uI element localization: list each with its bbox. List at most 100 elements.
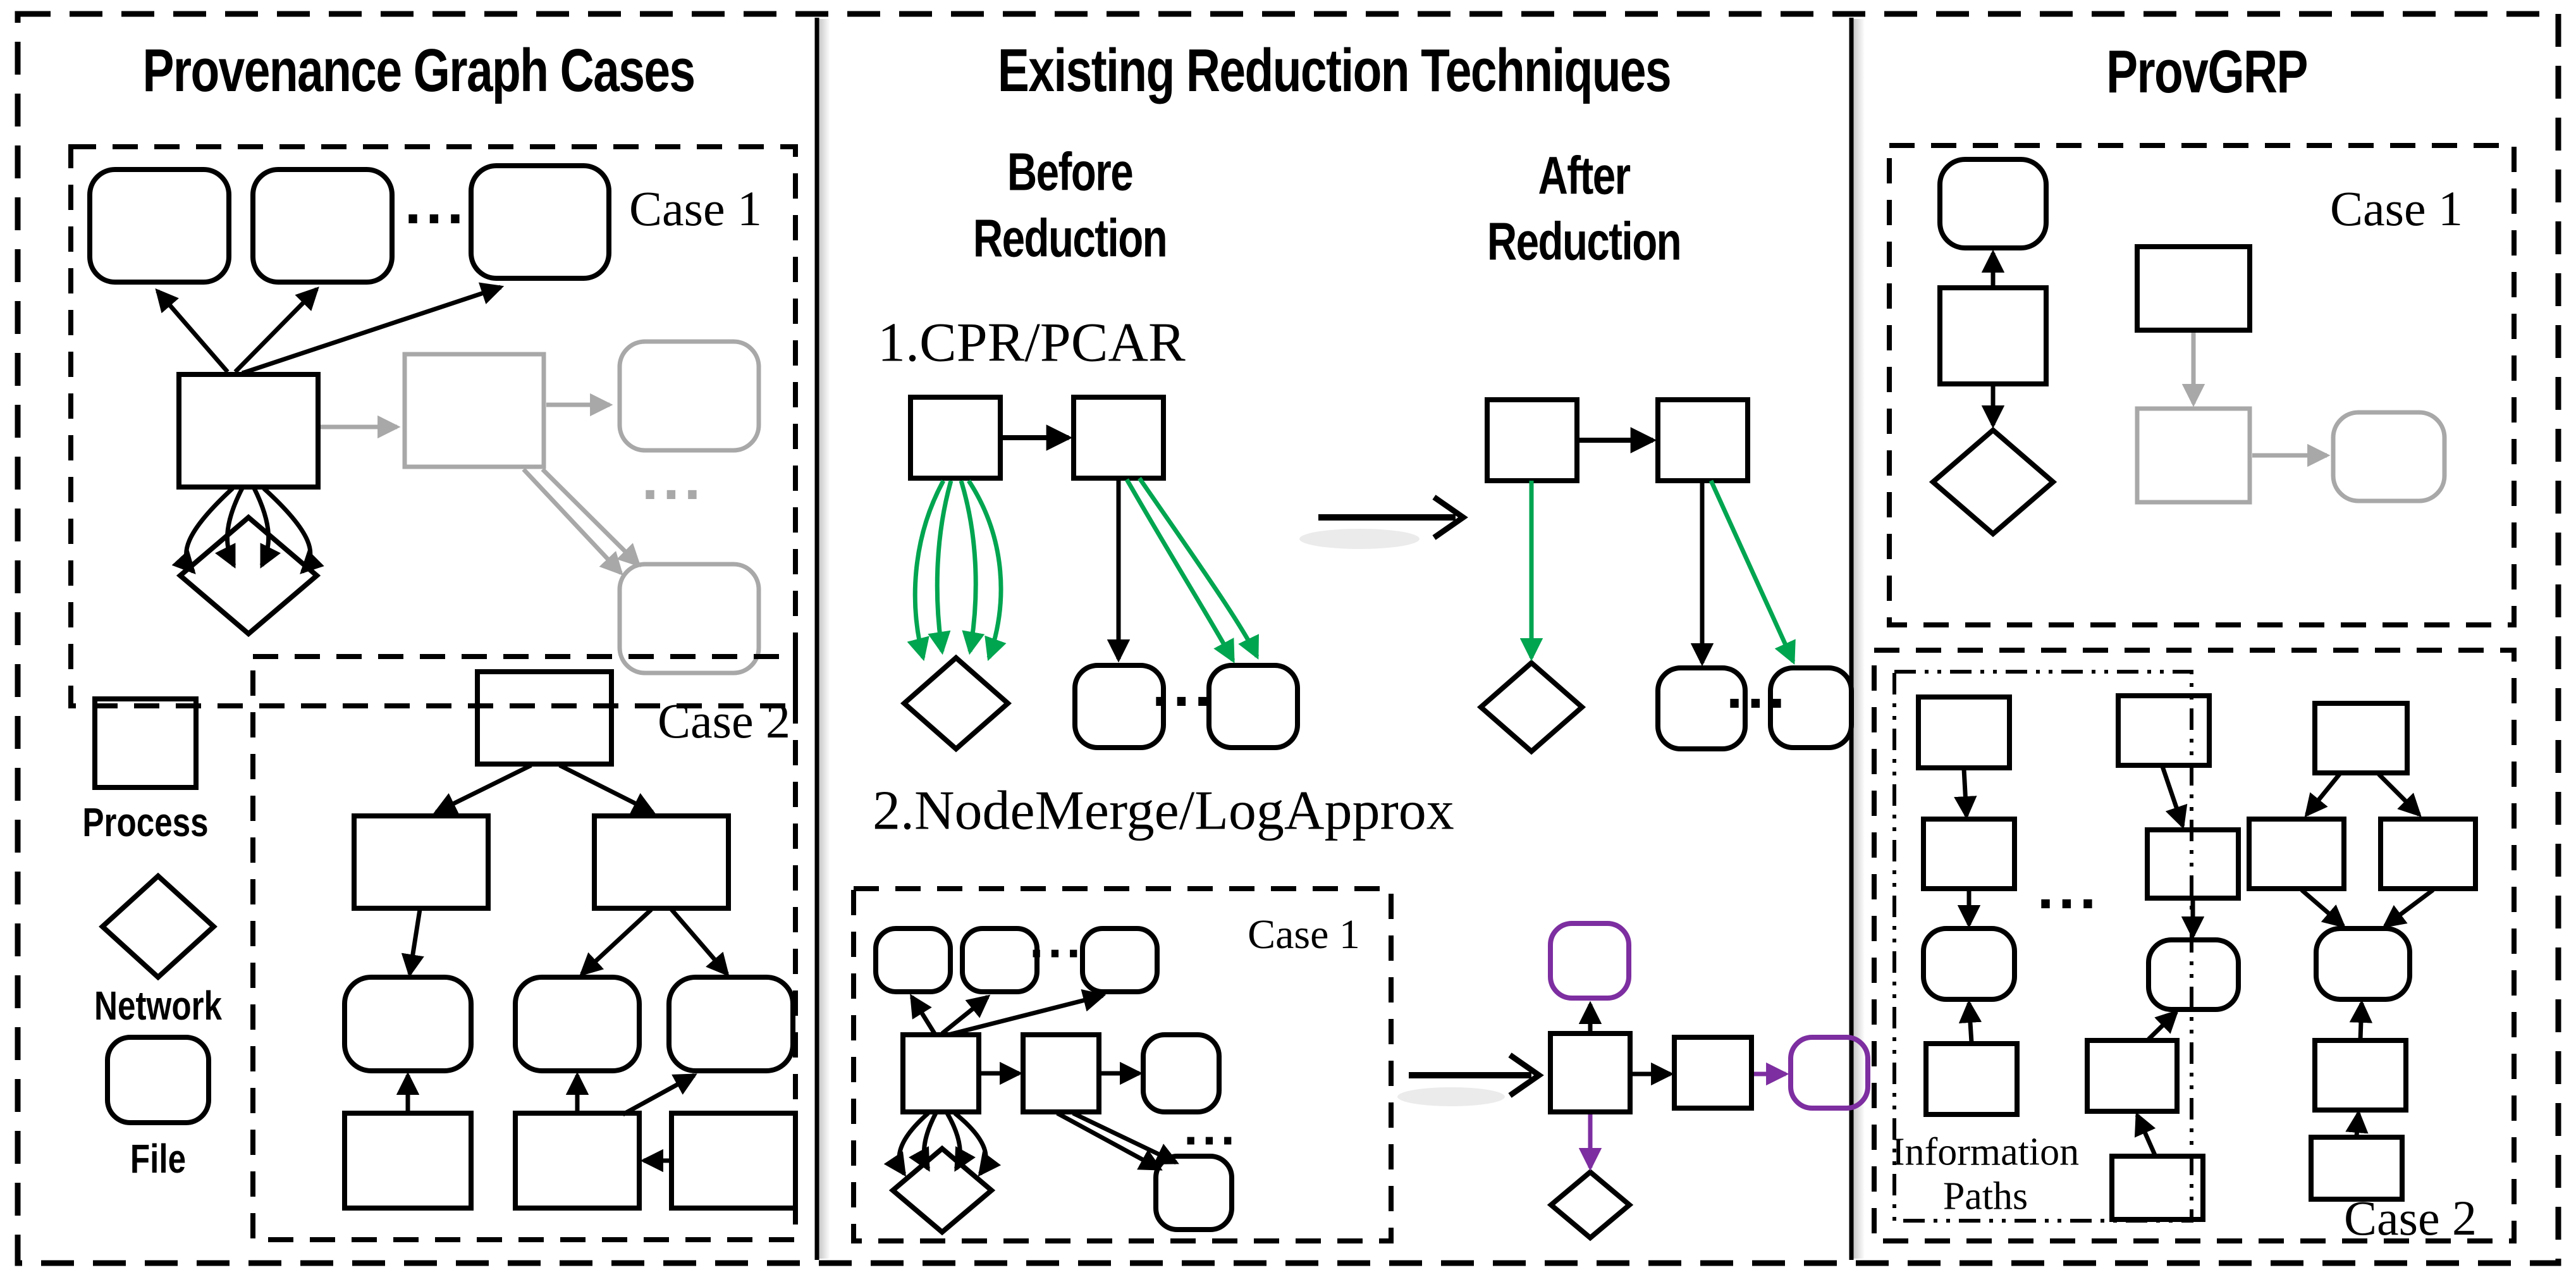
reduction-transform-arrow — [1397, 1052, 1544, 1106]
process-node — [1921, 817, 2017, 891]
after-reduction-header-line1: After — [1538, 145, 1631, 206]
file-node-gray — [617, 562, 761, 676]
file-node-merged — [1788, 1035, 1870, 1111]
process-node — [176, 372, 321, 490]
technique2-label: 2.NodeMerge/LogApprox — [873, 780, 1454, 842]
right-case2-box — [1872, 648, 2517, 1243]
legend-file-icon — [105, 1035, 211, 1125]
legend-process-icon — [92, 696, 199, 790]
ellipsis-left-case1-gray: ... — [641, 445, 706, 513]
file-node — [1206, 663, 1300, 750]
file-node-merged — [1548, 921, 1631, 1001]
network-node — [1547, 1168, 1634, 1242]
file-node — [87, 167, 231, 285]
file-node — [1080, 926, 1160, 994]
network-node — [1476, 659, 1586, 755]
right-case1-label: Case 1 — [2329, 181, 2463, 236]
right-case1-gray-subgraph — [2135, 333, 2447, 505]
process-node — [1071, 395, 1166, 481]
file-node — [250, 167, 395, 285]
info-path1-edges — [1954, 768, 1982, 1043]
process-node-gray — [402, 352, 546, 469]
process-node — [592, 813, 731, 911]
file-node — [666, 975, 795, 1073]
process-node — [1021, 1032, 1101, 1114]
panel-separator-right — [1849, 18, 1865, 1260]
left-panel-title: Provenance Graph Cases — [142, 37, 696, 104]
file-node — [1153, 1154, 1234, 1232]
left-case1-read-arrows — [155, 282, 505, 376]
left-case2-label: Case 2 — [657, 693, 791, 748]
right-panel-title: ProvGRP — [2106, 38, 2308, 106]
process-node — [2085, 1038, 2180, 1114]
process-node — [475, 669, 614, 767]
nodemerge-case1-box — [851, 886, 1394, 1243]
file-node-gray — [2331, 410, 2447, 503]
process-node — [2312, 701, 2410, 775]
middle-panel-title: Existing Reduction Techniques — [997, 37, 1672, 104]
information-paths-label-line1: Information — [1891, 1130, 2080, 1174]
right-case1-box — [1887, 143, 2517, 627]
ellipsis-cpr-after: ... — [1726, 654, 1790, 722]
nodemerge-before-edges — [883, 989, 1179, 1177]
left-case2-box — [250, 654, 798, 1242]
nodemerge-after-merged-files — [1548, 921, 1870, 1111]
file-node — [1768, 665, 1854, 750]
left-case1-gray-subgraph — [321, 339, 761, 676]
panel-separator-left — [814, 18, 830, 1260]
process-node — [1548, 1031, 1633, 1114]
cpr-after-green-edges — [1519, 479, 1796, 665]
file-node — [960, 926, 1040, 994]
process-node — [352, 813, 491, 911]
right-case2-label: Case 2 — [2343, 1190, 2477, 1245]
process-node — [1672, 1035, 1754, 1111]
nodemerge-case1-label: Case 1 — [1248, 911, 1360, 958]
file-node — [2314, 926, 2412, 1002]
info-path2-edges — [2134, 765, 2205, 1156]
process-node — [1923, 1041, 2020, 1117]
ellipsis-information-paths: ... — [2037, 854, 2101, 922]
ellipsis-nodemerge-files: ... — [1184, 1099, 1239, 1156]
process-node — [908, 395, 1003, 481]
process-node — [2135, 244, 2252, 333]
ellipsis-nodemerge-top: ... — [1029, 911, 1085, 968]
process-node — [2145, 827, 2241, 901]
network-node — [888, 1145, 996, 1236]
process-node — [342, 1111, 474, 1211]
legend-file-label: File — [130, 1136, 187, 1181]
process-node — [669, 1111, 798, 1211]
process-node — [1937, 285, 2049, 386]
file-node — [2146, 937, 2241, 1012]
process-node — [2109, 1154, 2205, 1222]
left-case1-box — [68, 144, 798, 708]
legend-process-label: Process — [82, 799, 209, 845]
network-node — [1929, 426, 2058, 538]
legend — [92, 696, 218, 1125]
ellipsis-left-case1: ... — [404, 170, 469, 237]
file-node-gray — [617, 339, 761, 453]
file-node — [469, 163, 611, 281]
file-node — [1141, 1032, 1222, 1114]
process-node — [2309, 1135, 2405, 1202]
legend-network-icon — [99, 872, 218, 981]
process-node — [2116, 693, 2212, 768]
process-node — [2312, 1038, 2408, 1113]
process-node — [2378, 817, 2478, 891]
left-case1-label: Case 1 — [629, 181, 763, 236]
information-paths-box — [1892, 670, 2193, 1223]
process-node — [2247, 817, 2346, 891]
process-node — [513, 1111, 642, 1211]
network-node — [900, 654, 1012, 753]
process-node — [1655, 397, 1750, 483]
before-reduction-header-line1: Before — [1007, 142, 1134, 202]
file-node — [1655, 665, 1748, 751]
process-node — [900, 1032, 981, 1114]
nodemerge-after-edges — [1578, 1001, 1789, 1171]
file-node — [1937, 157, 2049, 250]
file-node — [1921, 926, 2017, 1002]
network-node — [176, 514, 321, 638]
legend-network-label: Network — [94, 983, 222, 1028]
cpr-before-green-edges — [907, 477, 1260, 663]
process-node — [1916, 694, 2012, 770]
